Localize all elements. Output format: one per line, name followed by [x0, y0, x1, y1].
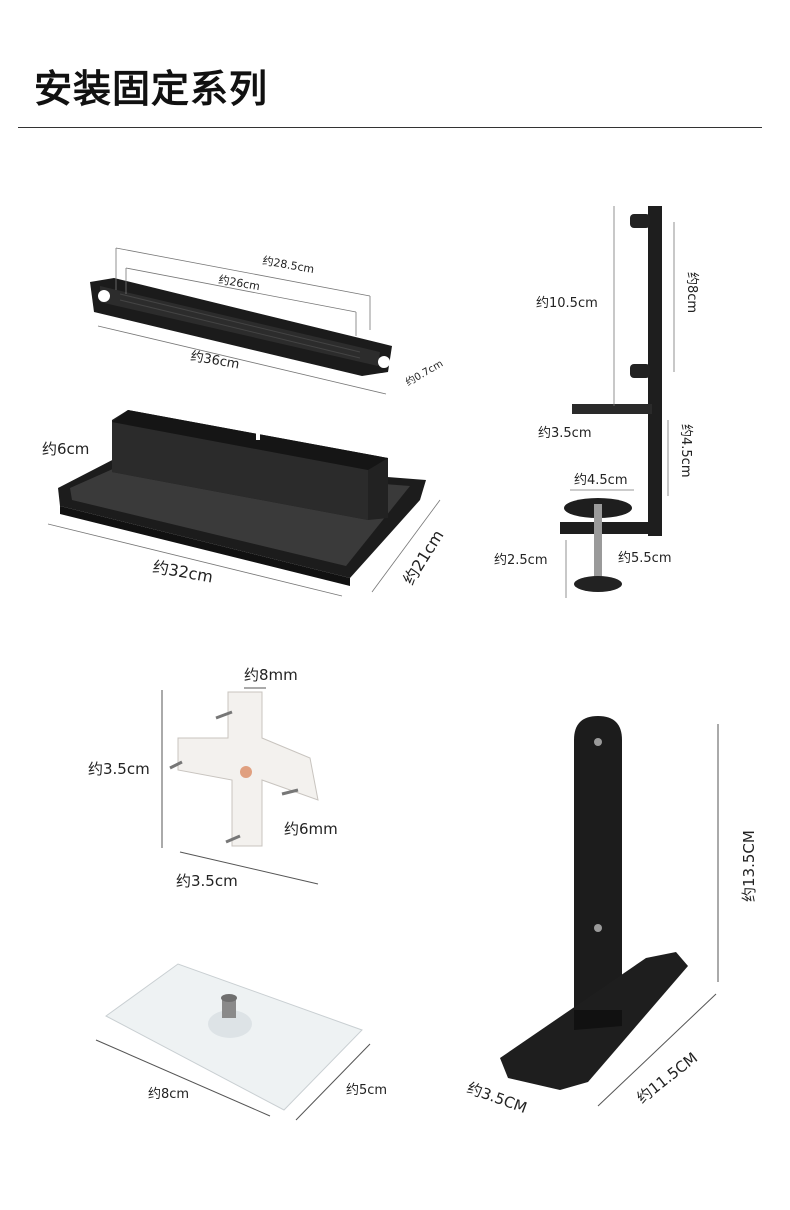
cross-height-label: 约3.5cm: [88, 760, 150, 778]
wall-rail-image: [90, 278, 392, 376]
clamp-gap-label: 约2.5cm: [494, 553, 548, 568]
wall-rail-length-label: 约36cm: [189, 349, 240, 372]
tray-stand-image: [58, 410, 426, 586]
title-divider: [18, 127, 762, 128]
plate-width-label: 约5cm: [346, 1083, 387, 1098]
clamp-arm-label: 约3.5cm: [538, 426, 592, 441]
l-stand-height-label: 约13.5CM: [740, 830, 758, 902]
tray-stand-dims: [47, 499, 441, 597]
l-stand-base-width-label: 约3.5CM: [465, 1079, 530, 1117]
cross-thickness-label: 约6mm: [284, 820, 338, 838]
clamp-lower-label: 约4.5cm: [678, 424, 693, 478]
cross-arm-width-label: 约8mm: [244, 666, 298, 684]
cross-width-label: 约3.5cm: [176, 872, 238, 890]
l-stand-image: [500, 716, 688, 1090]
page-title: 安装固定系列: [34, 67, 269, 111]
tray-height-label: 约6cm: [42, 440, 89, 458]
clamp-total-height-label: 约10.5cm: [536, 296, 598, 311]
wall-rail-dims: [97, 247, 387, 395]
clamp-upper-label: 约8cm: [684, 272, 699, 313]
plate-length-label: 约8cm: [148, 1087, 189, 1102]
cross-mount-dims: [161, 687, 319, 885]
wall-rail-inner-label: 约26cm: [217, 273, 260, 293]
adhesive-plate-dims: [95, 1039, 371, 1121]
clamp-bracket-dims: [565, 206, 675, 598]
wall-rail-thickness-label: 约0.7cm: [403, 357, 445, 389]
clamp-depth-label: 约5.5cm: [618, 551, 672, 566]
wall-rail-outer-label: 约28.5cm: [261, 254, 315, 276]
l-stand-dims: [597, 724, 719, 1107]
l-stand-base-length-label: 约11.5CM: [633, 1049, 701, 1107]
tray-length-label: 约32cm: [151, 557, 214, 586]
cross-mount-image: [169, 691, 319, 847]
adhesive-plate-image: [105, 963, 363, 1111]
tray-width-label: 约21cm: [399, 527, 447, 589]
clamp-knob-label: 约4.5cm: [574, 473, 628, 488]
clamp-bracket-image: [560, 206, 662, 592]
